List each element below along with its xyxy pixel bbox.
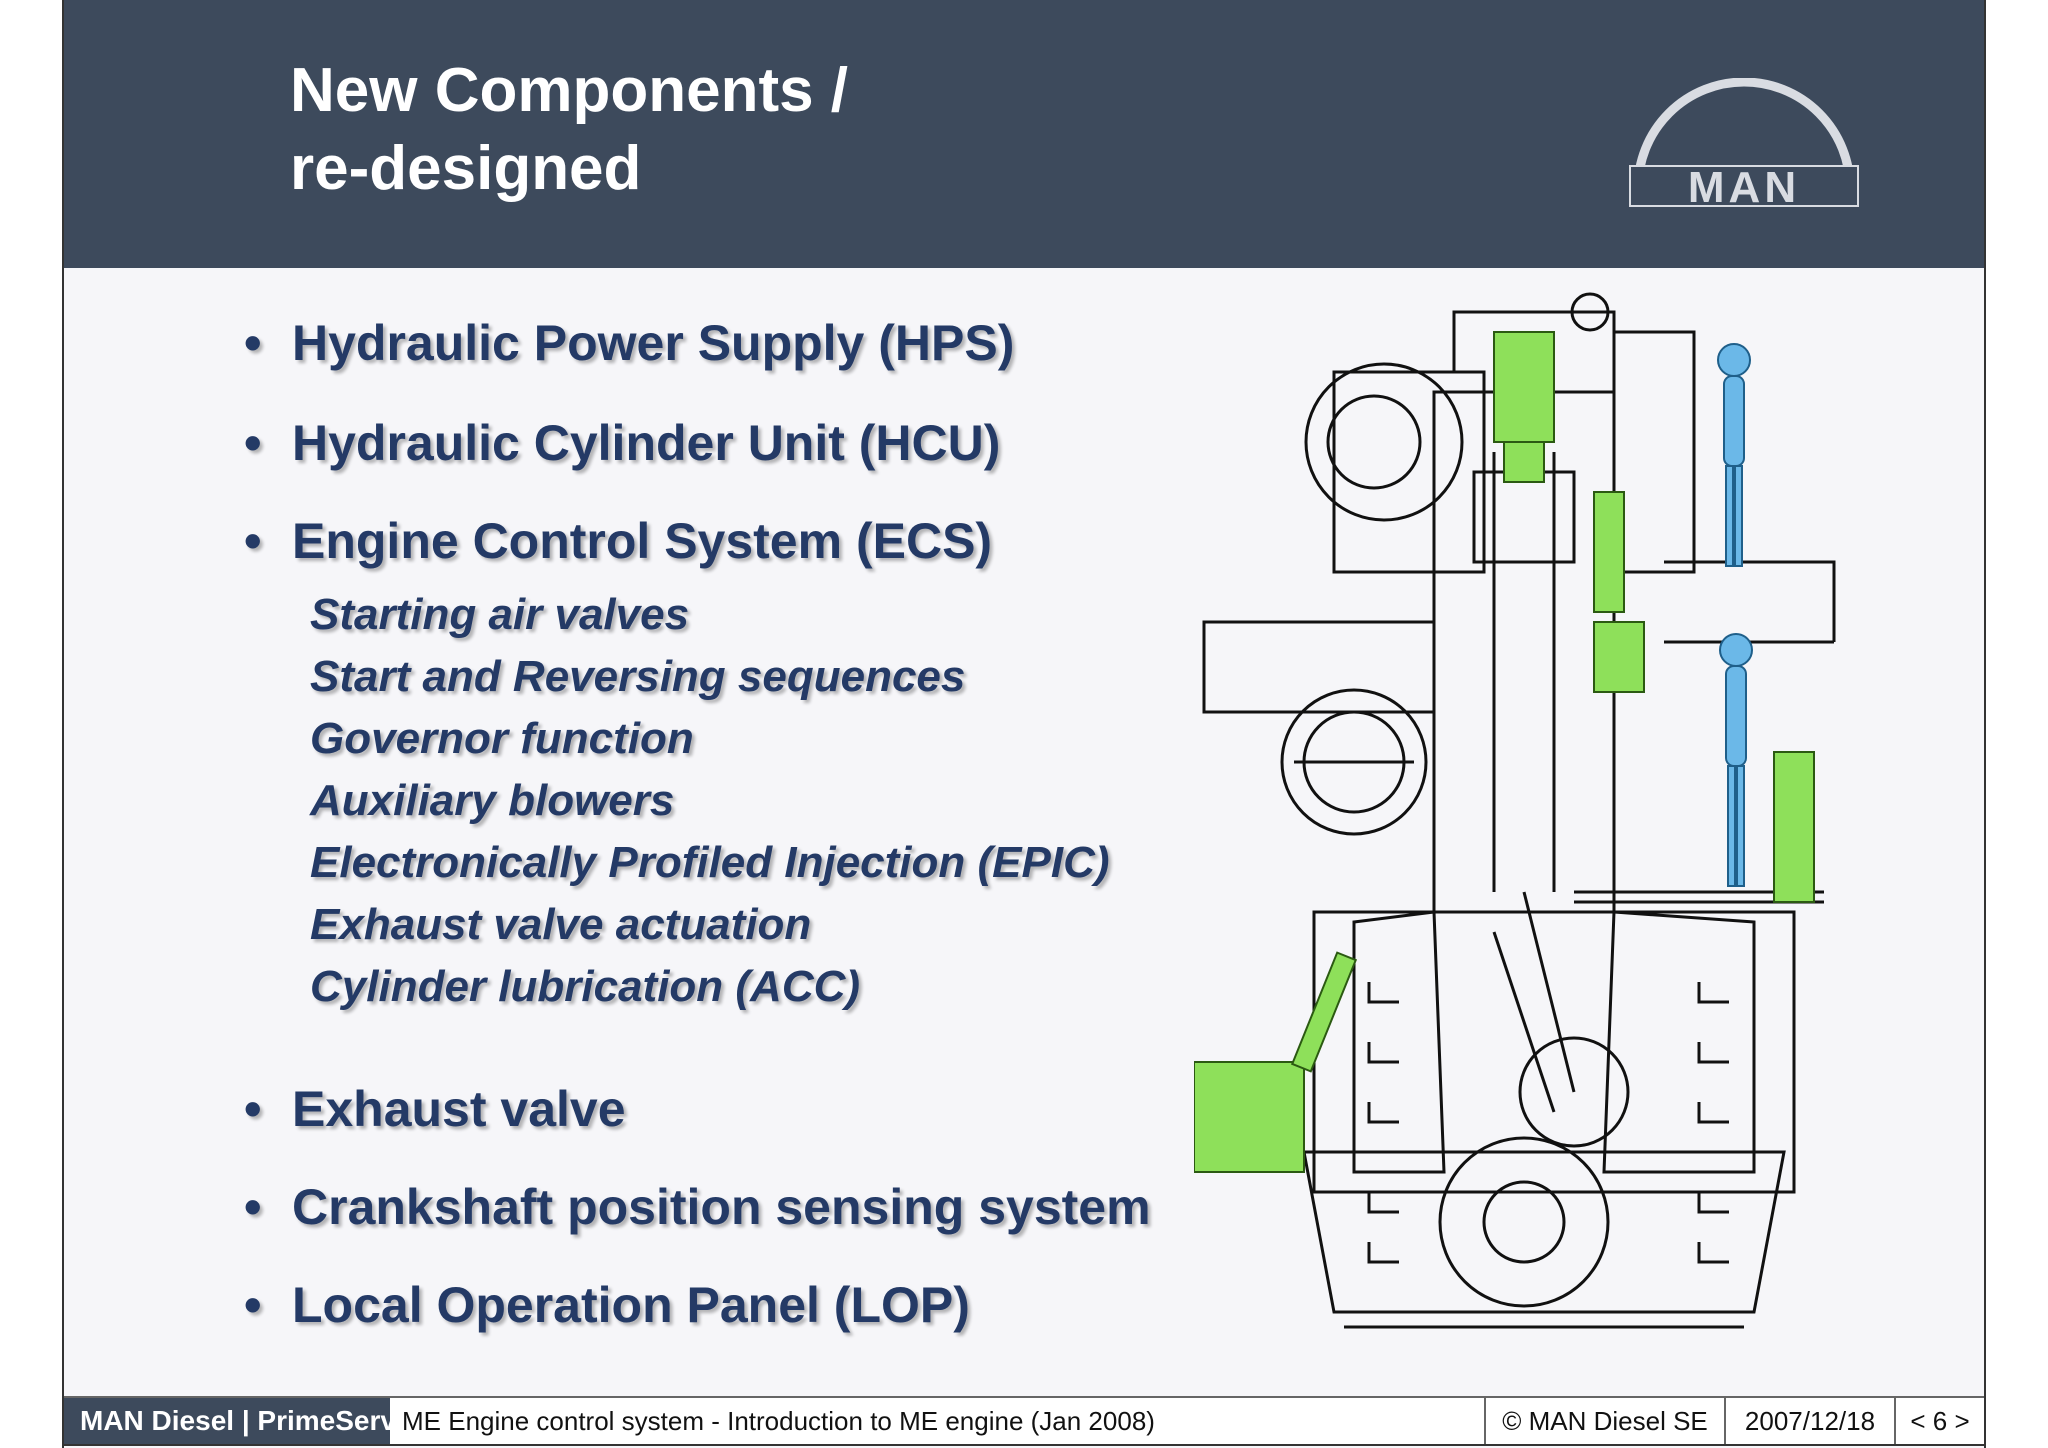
footer-brand: MAN Diesel | PrimeServ: [64, 1398, 396, 1444]
man-logo: MAN: [1629, 78, 1859, 212]
footer-copyright: © MAN Diesel SE: [1484, 1398, 1724, 1444]
ecs-item-cylinder-lubrication: Cylinder lubrication (ACC): [310, 962, 861, 1011]
footer-description: ME Engine control system - Introduction …: [402, 1405, 1155, 1436]
slide-header: New Components / re-designed MAN: [64, 0, 1984, 268]
lop-panel-highlight: [1773, 751, 1815, 903]
operator-figure-lower-head: [1719, 633, 1753, 667]
title-line-1: New Components /: [290, 56, 849, 125]
operator-figure-upper-head: [1717, 343, 1751, 377]
footer-date: 2007/12/18: [1724, 1398, 1894, 1444]
ecs-item-epic: Electronically Profiled Injection (EPIC): [310, 838, 1110, 887]
title-line-2: re-designed: [290, 134, 642, 203]
bullet-text: Exhaust valve: [292, 1081, 626, 1137]
hps-unit-highlight: [1194, 1061, 1305, 1173]
bedplate-outline: [1302, 1150, 1786, 1314]
bullet-crankshaft: • Crankshaft position sensing system: [244, 1178, 1151, 1236]
bullet-text: Engine Control System (ECS): [292, 513, 993, 569]
ecs-item-starting-air-valves: Starting air valves: [310, 590, 690, 639]
air-cooler-outline: [1280, 688, 1428, 836]
bullet-text: Crankshaft position sensing system: [292, 1179, 1151, 1235]
exhaust-valve-actuator-highlight: [1493, 331, 1555, 443]
logo-text: MAN: [1688, 163, 1800, 212]
bullet-text: Local Operation Panel (LOP): [292, 1277, 970, 1333]
slide-title: New Components / re-designed: [290, 52, 848, 208]
bullet-dot: •: [244, 513, 262, 569]
operator-figure-lower: [1725, 665, 1747, 767]
bullet-dot: •: [244, 1081, 262, 1137]
slide-content: • Hydraulic Power Supply (HPS) • Hydraulic…: [64, 268, 1984, 1398]
bullet-lop: • Local Operation Panel (LOP): [244, 1276, 970, 1334]
ecs-item-exhaust-actuation: Exhaust valve actuation: [310, 900, 812, 949]
bullet-dot: •: [244, 415, 262, 471]
ecs-item-start-reversing: Start and Reversing sequences: [310, 652, 966, 701]
bullet-hcu: • Hydraulic Cylinder Unit (HCU): [244, 414, 1000, 472]
bullet-dot: •: [244, 315, 262, 371]
slide: New Components / re-designed MAN • Hydrau…: [62, 0, 1986, 1448]
bullet-text: Hydraulic Power Supply (HPS): [292, 315, 1015, 371]
ecs-item-aux-blowers: Auxiliary blowers: [310, 776, 675, 825]
slide-footer: MAN Diesel | PrimeServ ME Engine control…: [64, 1396, 1984, 1446]
hcu-highlight: [1593, 491, 1625, 613]
bullet-hps: • Hydraulic Power Supply (HPS): [244, 314, 1014, 372]
operator-figure-upper: [1723, 375, 1745, 467]
engine-cross-section-diagram: [1194, 292, 1836, 1329]
bullet-dot: •: [244, 1277, 262, 1333]
crank-counterweight-outline: [1518, 1036, 1630, 1148]
bullet-dot: •: [244, 1179, 262, 1235]
ecs-item-governor: Governor function: [310, 714, 694, 763]
bullet-text: Hydraulic Cylinder Unit (HCU): [292, 415, 1001, 471]
bullet-exhaust-valve: • Exhaust valve: [244, 1080, 626, 1138]
bullet-ecs: • Engine Control System (ECS): [244, 512, 992, 570]
turbocharger-outline: [1304, 362, 1464, 522]
footer-page-number: < 6 >: [1894, 1398, 1984, 1444]
